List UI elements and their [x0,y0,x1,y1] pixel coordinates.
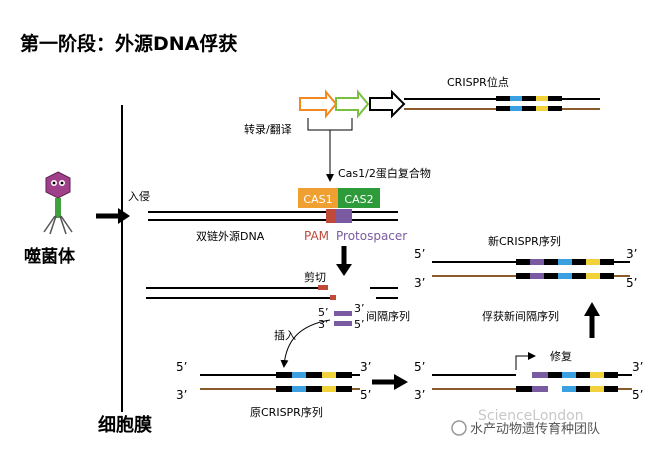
new-3p-left: 3’ [414,276,425,290]
invade-label: 入侵 [128,190,150,203]
repair-5p-right: 5’ [632,388,643,402]
repair-arrow [515,352,536,370]
capture-label: 俘获新间隔序列 [482,309,559,323]
membrane-label: 细胞膜 [98,414,152,436]
cas2-box [338,188,380,208]
watermark-faint: ScienceLondon [478,408,584,424]
spacer-5p-top: 5’ [318,306,329,319]
watermark: 水产动物遗传育种团队 [470,421,600,437]
cas2-label: CAS2 [344,193,373,206]
crispr-locus-label: CRISPR位点 [447,75,509,89]
spacer-3p-bottom: 3’ [318,318,329,331]
pam-label: PAM [304,229,329,243]
repair-intermediate [432,372,632,392]
foreign-dsdna [148,209,398,223]
repair-label: 修复 [550,349,572,363]
phage-label: 噬菌体 [24,246,76,267]
insert-arrow [280,319,331,368]
page-title: 第一阶段：外源DNA俘获 [20,32,237,55]
to-repair-arrowhead [394,374,408,390]
spacer-3p-top: 3’ [354,302,365,315]
spacer-label: 间隔序列 [366,309,410,323]
cut-dna-strands [146,285,398,300]
phage-icon [43,171,73,235]
protospacer-label: Protospacer [336,229,407,243]
transcribe-label: 转录/翻译 [244,122,292,136]
orig-crispr-label: 原CRISPR序列 [250,405,323,419]
new-3p-right-top: 3’ [626,247,637,261]
original-crispr-array [200,372,360,392]
orig-3p-left: 3’ [176,388,187,402]
cut-label: 剪切 [304,270,326,284]
spacer-5p-bottom: 5’ [354,318,365,331]
repair-3p-left: 3’ [414,388,425,402]
excised-spacer [334,311,352,326]
invade-arrowhead [118,208,130,224]
cut-down-arrowhead [336,264,352,276]
new-5p-left: 5’ [414,247,425,261]
repair-5p-left: 5’ [414,360,425,374]
transcribe-bracket [307,118,353,131]
repair-3p-right-top: 3’ [632,360,643,374]
wechat-icon [451,420,467,436]
orig-5p-left: 5’ [176,360,187,374]
cas-complex-label: Cas1/2蛋白复合物 [338,166,431,180]
gene-arrows [299,89,406,119]
crispr-locus-strands [404,96,600,111]
orig-3p-right-top: 3’ [360,360,371,374]
new-crispr-label: 新CRISPR序列 [488,234,561,248]
new-crispr-array [432,259,630,279]
insert-label: 插入 [274,328,296,342]
cas1-box [298,188,338,208]
dsdna-label: 双链外源DNA [196,229,265,243]
orig-5p-right: 5’ [360,388,371,402]
capture-up-arrowhead [584,302,600,316]
cas1-label: CAS1 [303,193,332,206]
new-5p-right: 5’ [626,276,637,290]
